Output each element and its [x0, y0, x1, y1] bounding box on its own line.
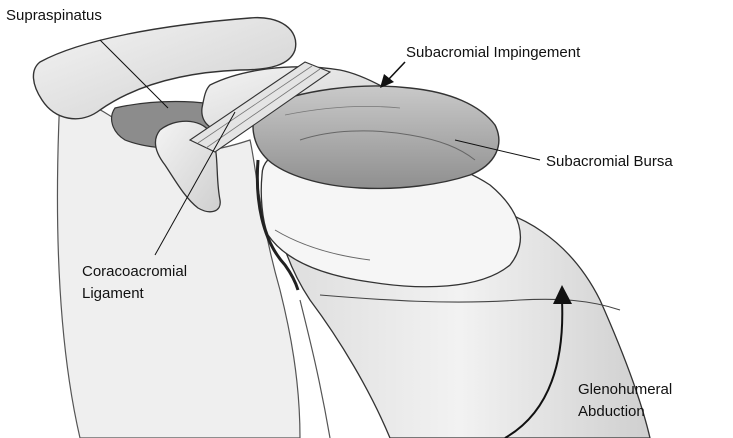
impingement-arrow [388, 62, 405, 80]
label-subacromial-impingement: Subacromial Impingement [406, 43, 580, 63]
label-abduction: Abduction [578, 402, 645, 422]
subacromial-bursa [253, 86, 499, 188]
label-glenohumeral: Glenohumeral [578, 380, 672, 400]
label-subacromial-bursa: Subacromial Bursa [546, 152, 673, 172]
label-ligament: Ligament [82, 284, 144, 304]
label-coracoacromial: Coracoacromial [82, 262, 187, 282]
label-supraspinatus: Supraspinatus [6, 6, 102, 26]
